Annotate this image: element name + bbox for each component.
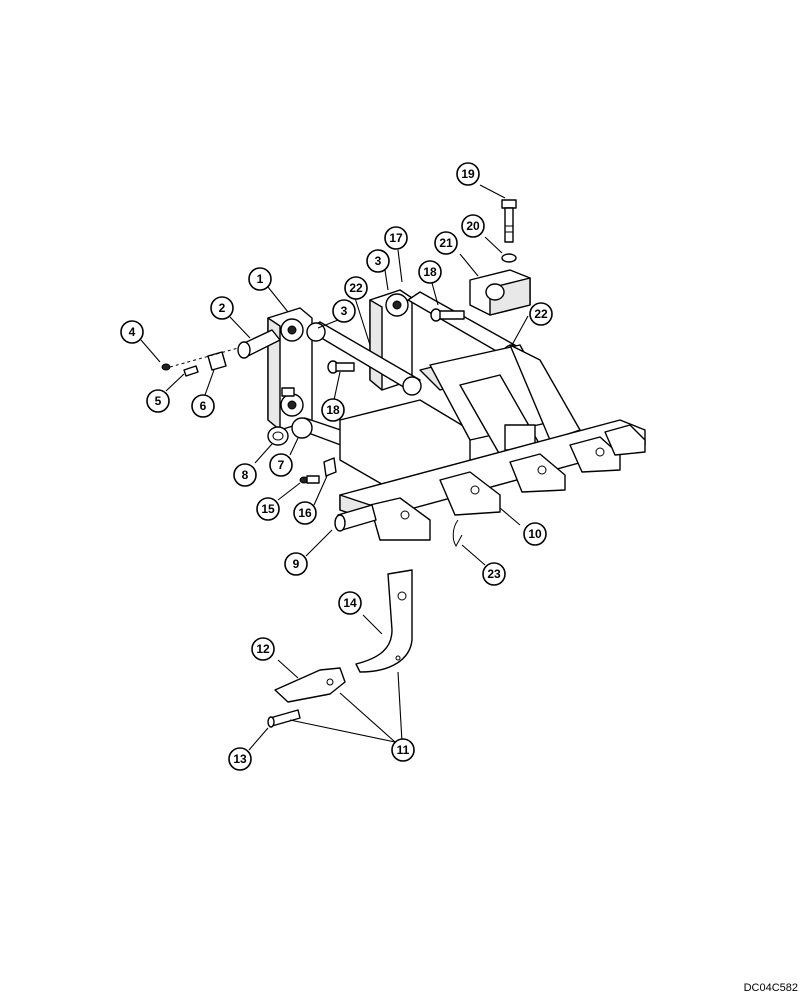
callout-5: 5 [146,389,170,413]
svg-text:10: 10 [528,527,542,541]
callout-23: 23 [482,562,506,586]
svg-text:3: 3 [341,304,348,318]
callout-16: 16 [293,501,317,525]
svg-text:22: 22 [534,307,548,321]
svg-text:23: 23 [487,567,501,581]
svg-text:8: 8 [242,468,249,482]
svg-text:4: 4 [129,325,136,339]
callout-19: 19 [456,162,480,186]
top-bolt [501,199,517,263]
bushing [267,426,289,446]
callout-9: 9 [284,552,308,576]
callout-20: 20 [461,214,485,238]
callout-13: 13 [228,747,252,771]
svg-text:1: 1 [257,272,264,286]
svg-text:5: 5 [155,394,162,408]
callout-3b: 3 [332,299,356,323]
svg-text:13: 13 [233,752,247,766]
svg-text:9: 9 [293,557,300,571]
callout-21: 21 [434,231,458,255]
svg-text:15: 15 [261,502,275,516]
svg-text:7: 7 [278,458,285,472]
callout-22b: 22 [529,302,553,326]
svg-text:6: 6 [200,399,207,413]
mounting-plate-left [267,307,313,431]
callout-7: 7 [269,453,293,477]
svg-text:22: 22 [349,281,363,295]
callout-18a: 18 [321,398,345,422]
svg-text:19: 19 [461,167,475,181]
bolt-18-left [327,360,355,374]
reference-code: DC04C582 [743,982,798,994]
svg-text:18: 18 [326,403,340,417]
svg-text:18: 18 [423,265,437,279]
svg-text:17: 17 [389,231,403,245]
svg-text:16: 16 [298,506,312,520]
svg-text:21: 21 [439,236,453,250]
tooth-pin [267,709,301,728]
svg-text:14: 14 [343,596,357,610]
callout-1: 1 [248,267,272,291]
hairpin [452,519,463,547]
lower-bolt-plate [299,457,337,484]
retainer-hardware [161,347,239,377]
ripper-shank [355,569,413,673]
main-pin [237,329,281,359]
clamp-block [469,269,531,316]
callout-2: 2 [210,296,234,320]
bolt-18-right [430,308,465,322]
svg-text:3: 3 [375,254,382,268]
svg-text:11: 11 [397,743,410,757]
svg-text:20: 20 [466,219,480,233]
leader-lines [140,184,529,751]
callout-15: 15 [256,497,280,521]
callout-18b: 18 [418,260,442,284]
callout-8: 8 [233,463,257,487]
callout-14: 14 [338,591,362,615]
callout-12: 12 [251,637,275,661]
ripper-tooth [274,667,346,703]
toolbar-beam [339,419,646,541]
callout-17: 17 [384,226,408,250]
callout-11: 11 [391,738,415,762]
callout-4: 4 [120,320,144,344]
toolbar-pin [334,504,377,532]
center-frame [339,344,581,491]
callout-3a: 3 [366,249,390,273]
callout-10: 10 [523,522,547,546]
callout-6: 6 [191,394,215,418]
svg-text:2: 2 [219,301,226,315]
svg-text:12: 12 [256,642,270,656]
callout-22a: 22 [344,276,368,300]
